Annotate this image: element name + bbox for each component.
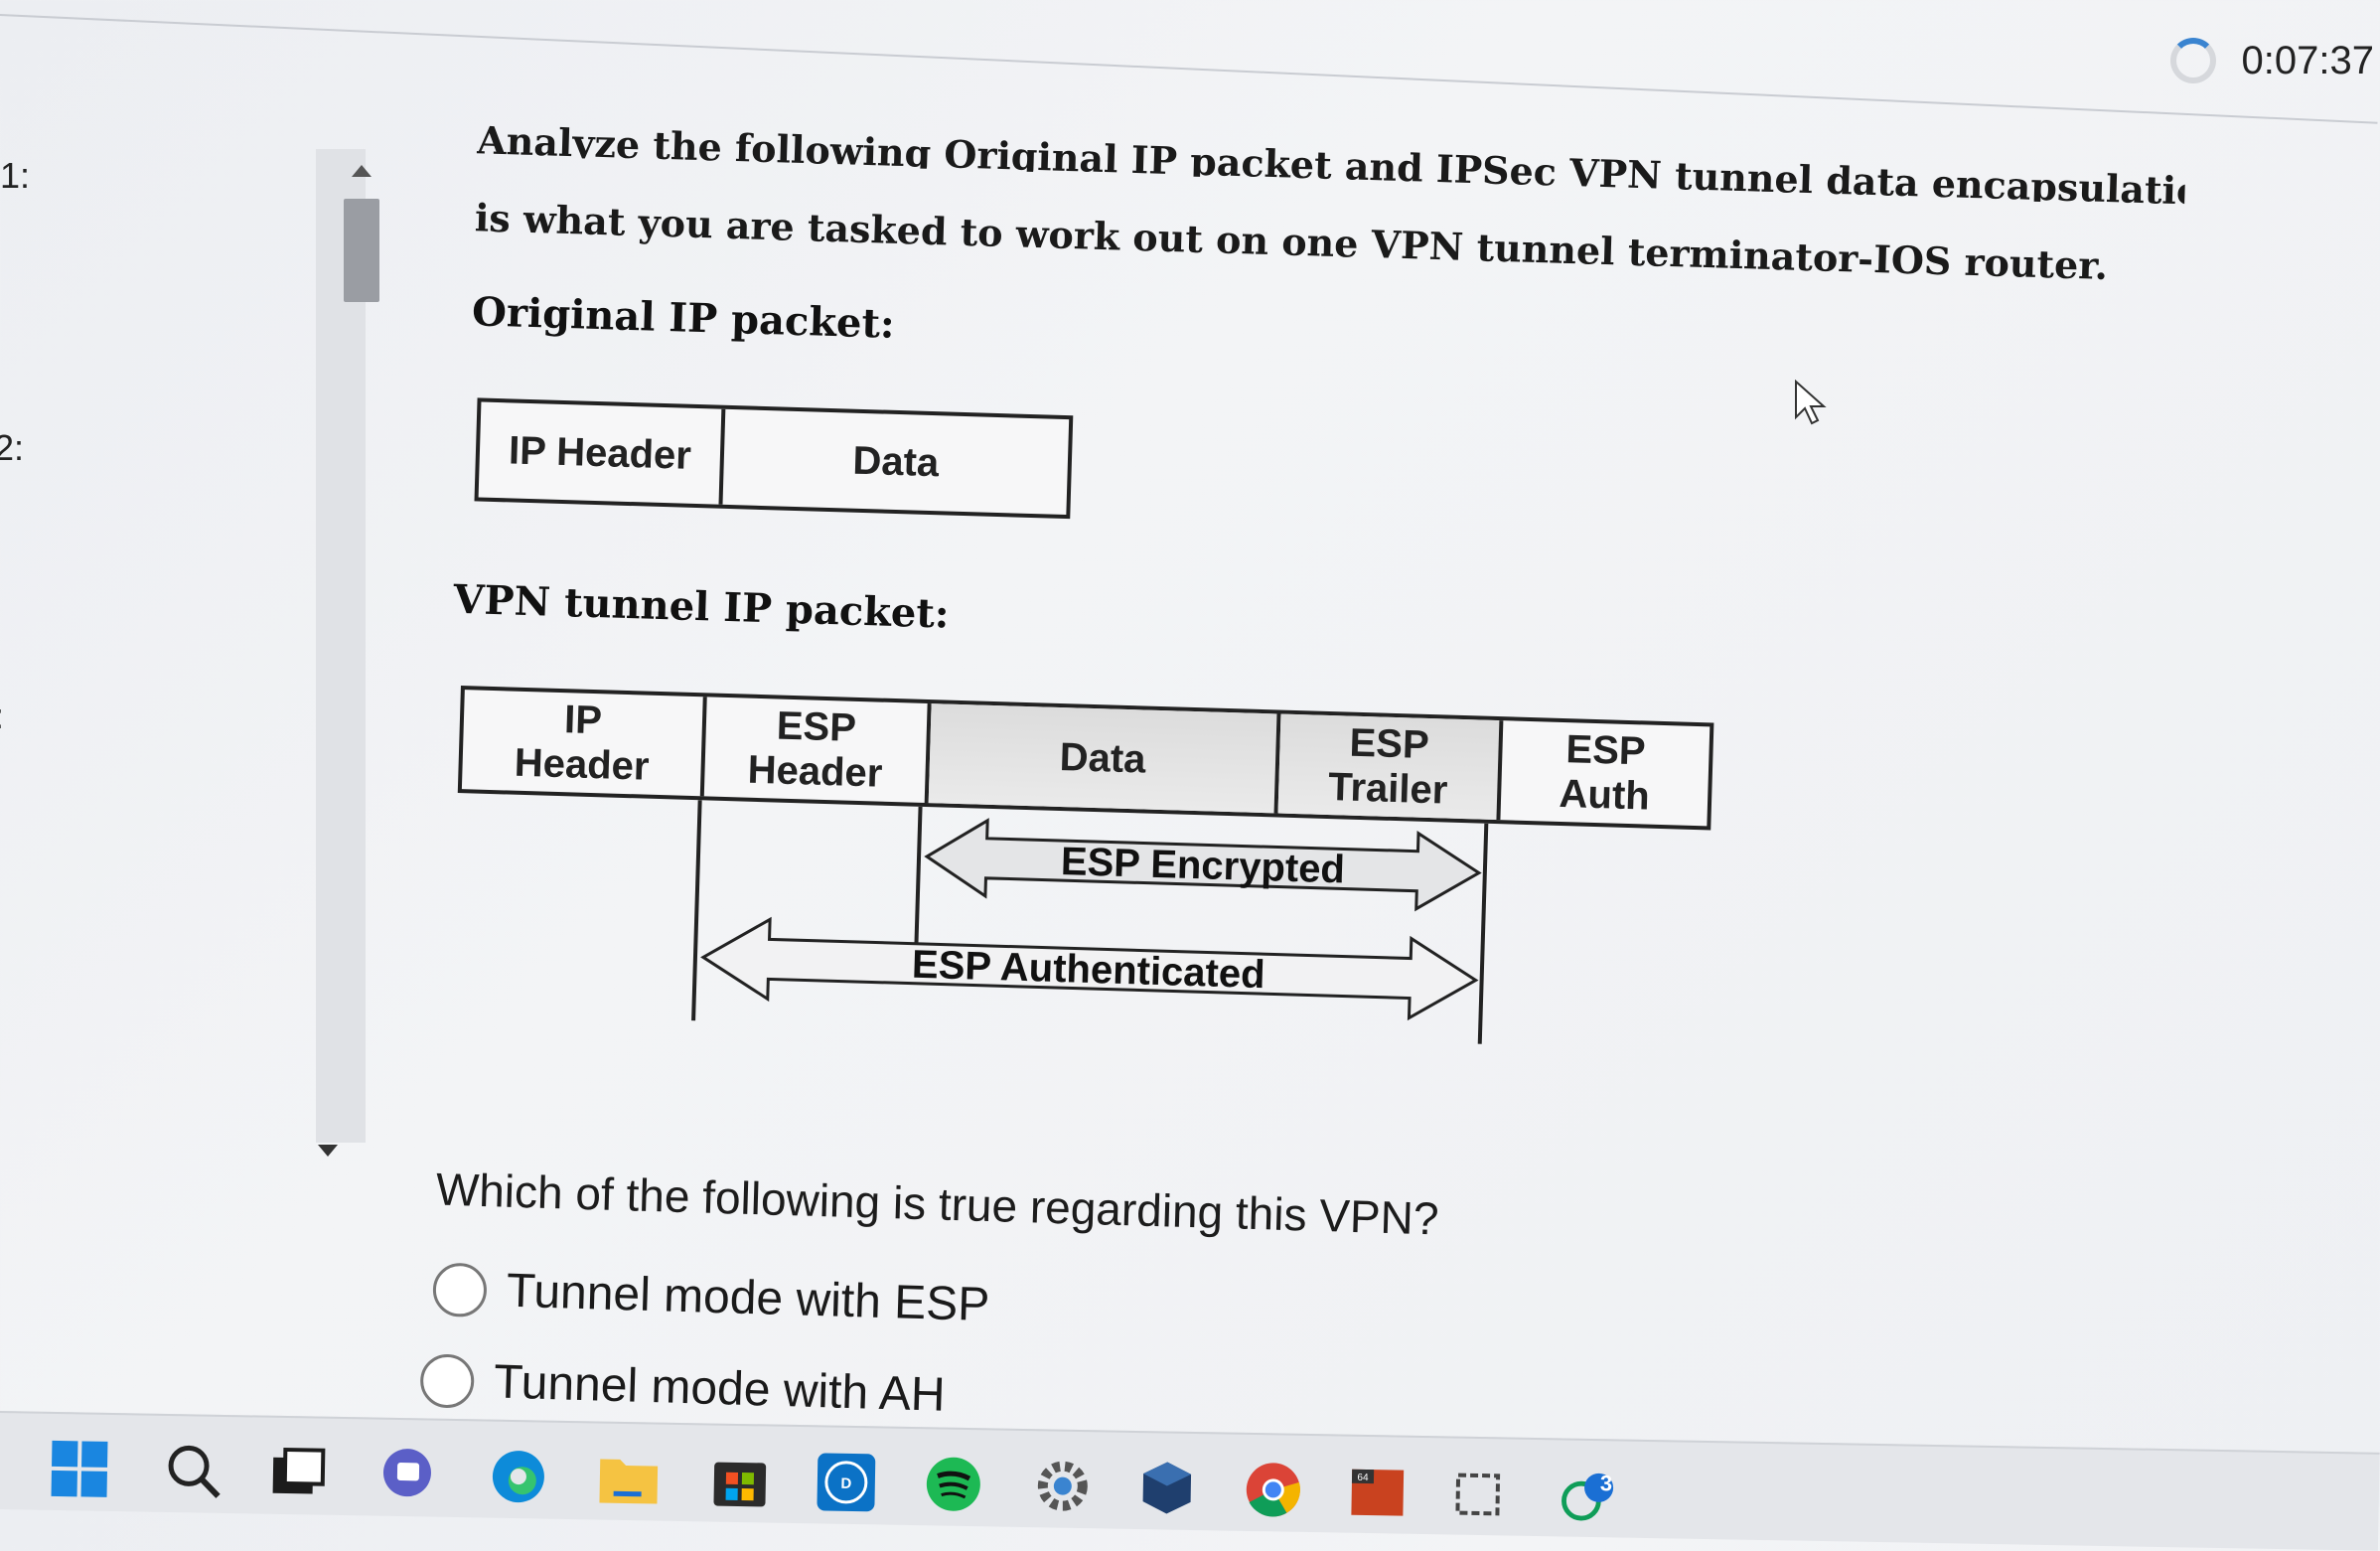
ip-header-boundary-line <box>691 800 702 1021</box>
svg-text:64: 64 <box>1357 1473 1369 1483</box>
vpn-ip-header-cell: IP Header <box>461 690 707 797</box>
vpn-esp-header-cell: ESP Header <box>703 697 932 804</box>
virtualbox-icon[interactable] <box>1135 1457 1198 1519</box>
search-icon[interactable] <box>162 1440 224 1502</box>
task-view-icon[interactable] <box>266 1442 329 1504</box>
answer-option-label[interactable]: Tunnel mode with ESP <box>506 1264 990 1332</box>
spotify-icon[interactable] <box>922 1453 984 1515</box>
question-intro-line-2: is what you are tasked to work out on on… <box>474 195 2109 289</box>
timer-text: 0:07:37 <box>2241 38 2374 82</box>
settings-gear-icon[interactable] <box>1031 1455 1094 1517</box>
esp-encrypted-label: ESP Encrypted <box>1060 840 1345 891</box>
original-packet-diagram: IP Header Data <box>474 397 1074 520</box>
question-content: Analyze the following Original IP packet… <box>419 117 2194 1422</box>
top-divider <box>0 14 2378 124</box>
snipping-tool-icon[interactable] <box>1448 1462 1511 1524</box>
esp-authenticated-arrow-icon <box>700 916 1479 1021</box>
dell-icon[interactable]: D <box>815 1451 877 1513</box>
notification-badge: 3 <box>1599 1471 1613 1496</box>
notifications-icon[interactable]: 3 <box>1558 1464 1620 1526</box>
esp-trailer-boundary-line <box>1477 823 1489 1044</box>
esp-header-boundary-line <box>914 806 923 956</box>
answer-option-label[interactable]: Tunnel mode with AH <box>493 1355 947 1422</box>
app-64-icon[interactable]: 64 <box>1346 1461 1409 1523</box>
vpn-packet-heading: VPN tunnel IP packet: <box>452 575 951 638</box>
question-nav-1[interactable]: 1: <box>0 155 31 196</box>
original-packet-heading: Original IP packet: <box>471 288 896 348</box>
radio-button[interactable] <box>419 1352 476 1409</box>
question-nav-2[interactable]: 2: <box>0 427 25 468</box>
scrollbar-track[interactable] <box>316 149 366 1143</box>
scroll-down-icon[interactable] <box>318 1145 338 1157</box>
question-intro-line-1: Analyze the following Original IP packet… <box>476 117 2186 207</box>
vpn-data-cell: Data <box>928 703 1281 814</box>
radio-button[interactable] <box>432 1262 488 1318</box>
scrollbar-thumb[interactable] <box>344 199 379 302</box>
file-explorer-icon[interactable] <box>597 1448 660 1510</box>
timer: 0:07:37 <box>2169 38 2380 83</box>
vpn-esp-auth-cell: ESP Auth <box>1559 727 1651 819</box>
answer-option-1[interactable]: Tunnel mode with ESP <box>432 1262 990 1333</box>
original-ip-header-cell: IP Header <box>478 401 726 505</box>
answer-option-2[interactable]: Tunnel mode with AH <box>419 1352 946 1423</box>
vpn-esp-trailer-cell: ESP Trailer <box>1277 713 1504 821</box>
esp-encrypted-arrow-icon <box>924 818 1482 912</box>
question-nav-3[interactable]: : <box>0 696 4 737</box>
mouse-pointer-icon <box>1795 380 1827 425</box>
taskbar: D 64 3 <box>0 1411 2380 1551</box>
svg-text:D: D <box>840 1475 851 1492</box>
chat-icon[interactable] <box>375 1444 438 1506</box>
windows-start-icon[interactable] <box>48 1438 110 1500</box>
encapsulation-arrows: ESP Encrypted ESP Authenticated <box>691 800 1489 1044</box>
original-data-cell: Data <box>851 438 940 485</box>
chrome-browser-icon[interactable] <box>1242 1459 1304 1521</box>
esp-authenticated-label: ESP Authenticated <box>911 943 1265 998</box>
scroll-up-icon[interactable] <box>352 165 372 177</box>
loading-spinner-icon <box>2169 38 2216 83</box>
microsoft-store-icon[interactable] <box>708 1449 771 1511</box>
edge-browser-icon[interactable] <box>487 1446 549 1508</box>
question-prompt: Which of the following is true regarding… <box>435 1163 1440 1245</box>
